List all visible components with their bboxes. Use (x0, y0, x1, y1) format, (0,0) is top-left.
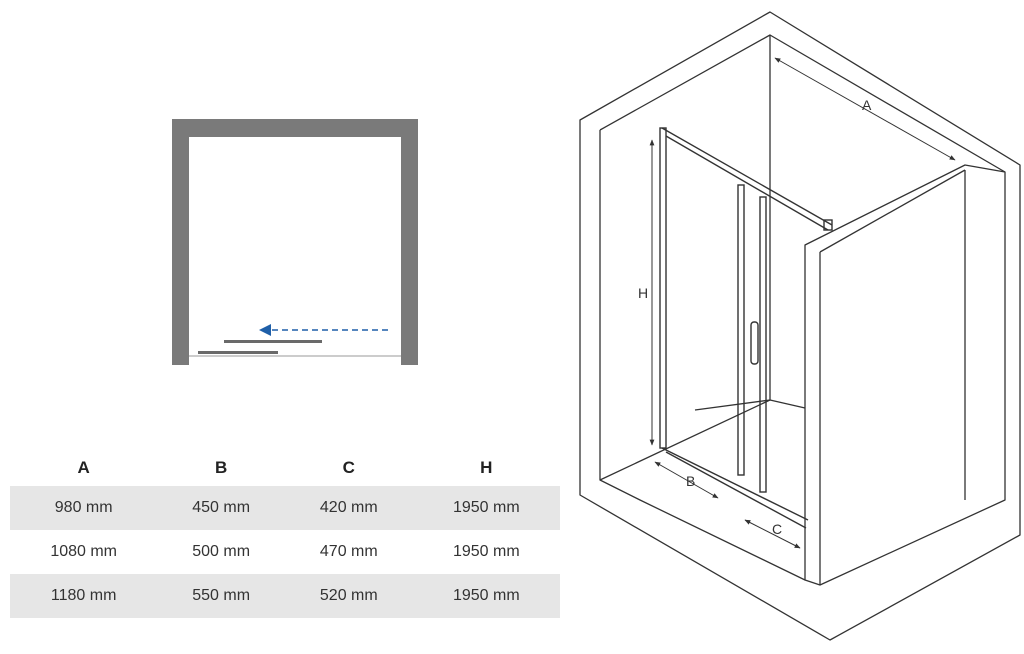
table-row: 980 mm 450 mm 420 mm 1950 mm (10, 486, 560, 530)
cell-h: 1950 mm (412, 486, 560, 530)
iso-dim-a-line (774, 57, 956, 161)
cell-c: 520 mm (284, 574, 413, 618)
iso-top-rail-inner (665, 135, 829, 231)
iso-floor-back-line (694, 399, 806, 411)
iso-left-profile (659, 127, 667, 449)
iso-label-h: H (638, 285, 648, 301)
cell-h: 1950 mm (452, 543, 520, 560)
plan-slide-arrow-head (259, 324, 271, 336)
cell-c: 420 mm (284, 486, 413, 530)
iso-right-return-wall (804, 164, 1006, 586)
cell-c: 470 mm (319, 543, 378, 560)
iso-back-wall-inner (769, 34, 1006, 173)
plan-right-wall (401, 119, 418, 365)
cell-b: 550 mm (157, 574, 285, 618)
plan-sliding-panel (224, 340, 322, 343)
cell-a: 1180 mm (10, 574, 158, 618)
iso-label-a: A (862, 97, 872, 113)
iso-outer-walls (579, 11, 1021, 641)
plan-back-wall (172, 119, 418, 137)
table-row: 1080 mm 500 mm 470 mm 1950 mm (10, 530, 560, 574)
iso-floor-line (599, 479, 806, 581)
iso-dim-c-line (744, 519, 801, 549)
header-b: B (215, 458, 228, 477)
iso-bottom-rail-inner (665, 451, 807, 529)
plan-left-wall (172, 119, 189, 365)
header-a: A (77, 458, 90, 477)
cell-a: 1080 mm (50, 543, 118, 560)
cell-a: 980 mm (10, 486, 158, 530)
iso-label-b: B (686, 473, 695, 489)
cell-h: 1950 mm (412, 574, 560, 618)
iso-right-return-top (819, 169, 966, 253)
iso-top-rail-end (823, 219, 833, 231)
plan-view-diagram (172, 119, 418, 365)
iso-sliding-panel-edge (759, 196, 767, 493)
table-header-row: A B C H (10, 450, 560, 486)
iso-door-handle (750, 321, 759, 365)
iso-label-c: C (772, 521, 782, 537)
iso-dim-b-line (654, 461, 719, 499)
plan-walls (172, 119, 418, 365)
dimensions-table: A B C H 980 mm 450 mm 420 mm 1950 mm 108… (10, 450, 560, 618)
table-row: 1180 mm 550 mm 520 mm 1950 mm (10, 574, 560, 618)
iso-fixed-panel-edge (737, 184, 745, 476)
cell-b: 450 mm (157, 486, 285, 530)
iso-bottom-rail (661, 447, 809, 521)
plan-fixed-panel (198, 351, 278, 354)
header-h: H (480, 458, 493, 477)
iso-top-rail (661, 127, 833, 226)
header-c: C (342, 458, 355, 477)
cell-b: 500 mm (192, 543, 251, 560)
